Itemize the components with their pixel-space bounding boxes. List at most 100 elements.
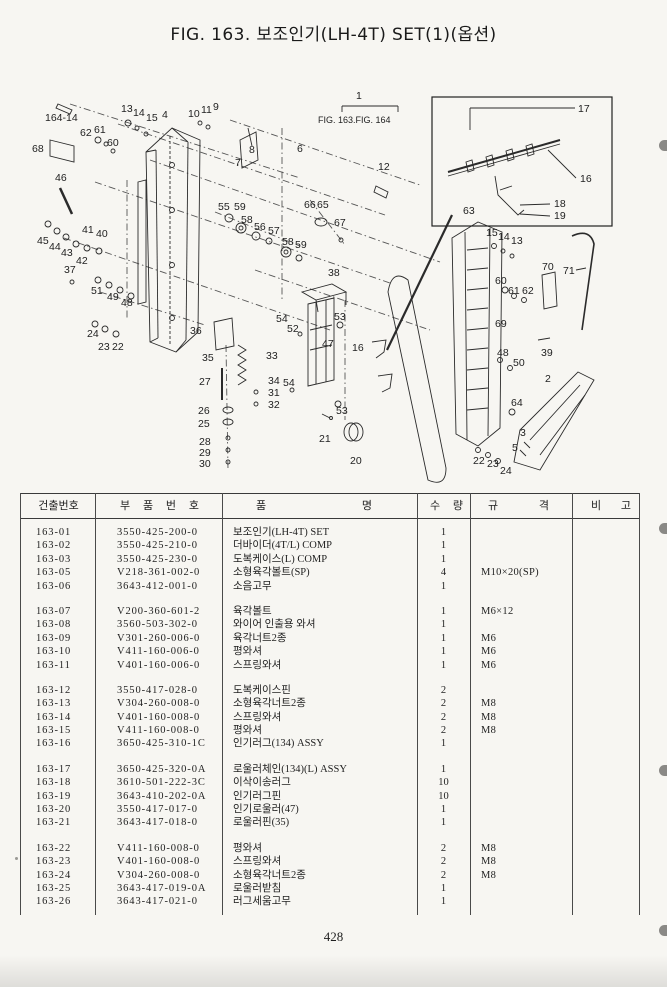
divider-frame-stroke (169, 262, 175, 268)
callout-label: 22 (473, 455, 485, 467)
cell-part-number: 3550-425-200-0 (117, 527, 198, 538)
cell-specification: M8 (481, 842, 497, 854)
small-parts-left-stroke (251, 231, 261, 241)
cell-specification: M8 (481, 698, 497, 710)
column-divider (639, 493, 640, 915)
right-divider-frame-stroke (500, 248, 506, 254)
cell-index-number: 163-10 (36, 646, 72, 658)
center-assembly-stroke (329, 416, 333, 420)
callout-label: 23 (487, 458, 499, 470)
wire-and-plate-stroke (575, 267, 587, 271)
cell-part-name: 스프링와셔 (233, 659, 282, 671)
small-parts-left-stroke (62, 233, 70, 241)
cell-quantity: 1 (440, 553, 447, 565)
callout-label: 15 (146, 112, 158, 124)
header-specification: 규 격 (488, 499, 549, 512)
small-parts-left-stroke (58, 187, 74, 215)
leader-lines-stroke (254, 269, 431, 331)
center-assembly-stroke (297, 331, 303, 337)
cell-quantity: 1 (440, 646, 447, 658)
small-parts-left-stroke (239, 131, 259, 169)
callout-label: 37 (64, 264, 76, 276)
center-assembly-stroke (371, 339, 387, 359)
cell-index-number: 163-20 (36, 804, 72, 816)
callout-label: 47 (322, 338, 334, 350)
callout-label: 44 (49, 241, 61, 253)
cell-part-name: 로울러핀(35) (233, 817, 290, 829)
right-divider-frame-stroke (511, 293, 517, 299)
callout-label: 33 (266, 350, 278, 362)
binder-hole-mark (659, 925, 667, 936)
column-divider (470, 493, 471, 915)
right-divider-frame-stroke (507, 365, 513, 371)
callout-label: 49 (107, 291, 119, 303)
callout-label: 19 (554, 210, 566, 222)
cell-index-number: 163-09 (36, 632, 72, 644)
center-assembly-stroke (253, 401, 259, 407)
callout-label: 39 (541, 347, 553, 359)
callout-label: 31 (268, 387, 280, 399)
wire-and-plate (541, 232, 595, 331)
center-assembly-stroke (213, 317, 235, 351)
cell-quantity: 1 (440, 817, 447, 829)
cell-part-number: V411-160-006-0 (117, 646, 200, 658)
cell-part-name: 육각너트2종 (233, 632, 287, 644)
center-assembly-stroke (343, 422, 359, 442)
cell-part-number: 3643-412-001-0 (117, 580, 198, 592)
callout-label: 12 (378, 161, 390, 173)
small-parts-left-stroke (134, 125, 140, 131)
callout-label: 32 (268, 399, 280, 411)
leader-lines-stroke (69, 103, 301, 179)
callout-label: 54 (276, 313, 288, 325)
callout-label: 62 (522, 285, 534, 297)
callout-label: 164-14 (45, 112, 78, 124)
right-divider-frame (451, 221, 551, 464)
small-parts-left-stroke (127, 292, 135, 300)
callout-label: 46 (55, 172, 67, 184)
small-parts-left-stroke (143, 131, 149, 137)
small-parts-left-stroke (373, 185, 389, 199)
callout-label: 16 (352, 342, 364, 354)
cell-part-name: 인기러그(134) ASSY (233, 738, 324, 750)
cell-specification: M10×20(SP) (481, 567, 539, 579)
inset-detail-stroke (519, 203, 551, 217)
callout-label: 17 (578, 103, 590, 115)
cell-quantity: 1 (440, 632, 447, 644)
cell-specification: M6 (481, 659, 497, 671)
cell-specification: M6×12 (481, 605, 514, 617)
cell-quantity: 10 (438, 777, 449, 789)
callout-label: 61 (94, 124, 106, 136)
binder-hole-mark (659, 765, 667, 776)
right-divider-frame-stroke (466, 247, 489, 411)
cell-index-number: 163-07 (36, 605, 72, 617)
leader-lines-stroke (117, 123, 386, 216)
callout-label: 53 (334, 311, 346, 323)
inset-detail-stroke (447, 143, 561, 177)
callout-label: 59 (234, 201, 246, 213)
cell-part-number: V200-360-601-2 (117, 605, 201, 617)
cell-index-number: 163-25 (36, 882, 72, 894)
header-quantity: 수 량 (430, 499, 463, 512)
callout-label: 36 (190, 325, 202, 337)
right-divider-frame-stroke (537, 337, 551, 341)
cell-quantity: 1 (440, 527, 447, 538)
right-divider-frame-stroke (521, 297, 527, 303)
callout-label: 55 (218, 201, 230, 213)
callout-label: 60 (107, 137, 119, 149)
cell-part-number: V401-160-008-0 (117, 856, 201, 868)
cell-index-number: 163-11 (36, 659, 71, 671)
small-parts-left-stroke (53, 227, 61, 235)
cell-quantity: 1 (440, 605, 447, 617)
cell-part-name: 스프링와셔 (233, 711, 282, 723)
center-assembly-stroke (225, 459, 231, 465)
callout-label: 56 (254, 221, 266, 233)
exploded-parts-diagram: FIG. 163.FIG. 164 164-141314154101196261… (32, 90, 613, 483)
